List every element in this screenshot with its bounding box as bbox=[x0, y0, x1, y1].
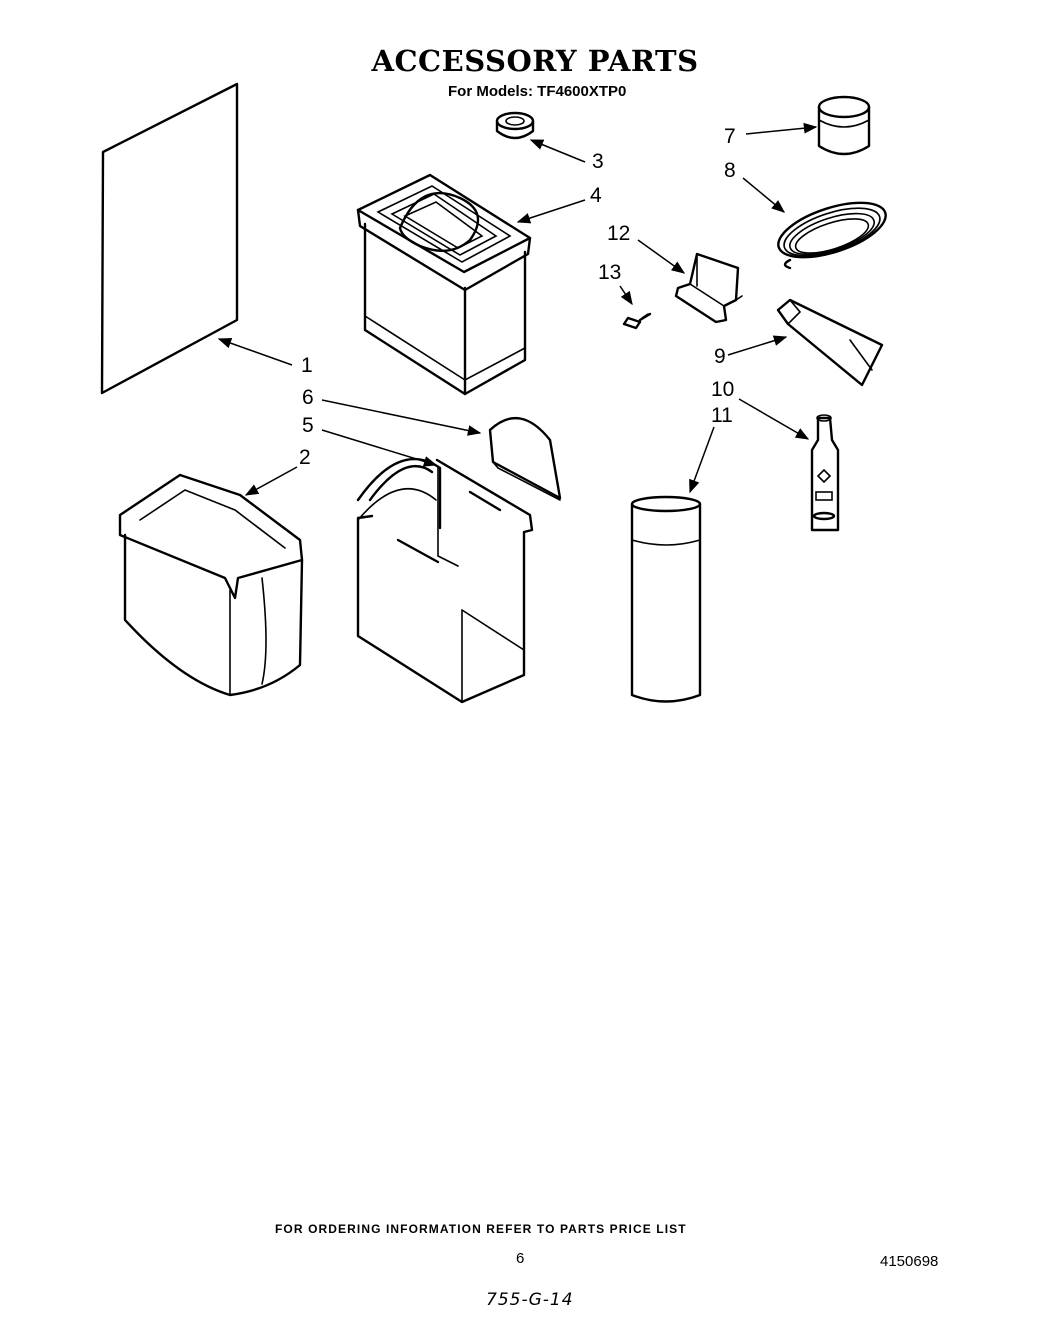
leader-13 bbox=[619, 285, 633, 306]
leader-4 bbox=[516, 199, 586, 224]
callout-8: 8 bbox=[724, 159, 736, 182]
callout-3: 3 bbox=[592, 150, 604, 173]
callout-1: 1 bbox=[301, 354, 313, 377]
callout-2: 2 bbox=[299, 446, 311, 469]
callout-9: 9 bbox=[714, 345, 726, 368]
models-label: For Models: bbox=[448, 83, 533, 100]
document-number: 4150698 bbox=[880, 1253, 939, 1270]
leader-7 bbox=[745, 122, 818, 135]
callout-11: 11 bbox=[711, 404, 733, 427]
part-6-deflector bbox=[488, 416, 562, 501]
part-11-can bbox=[630, 495, 702, 703]
callout-10: 10 bbox=[711, 378, 735, 401]
leader-9 bbox=[727, 335, 788, 356]
ordering-info-text: FOR ORDERING INFORMATION REFER TO PARTS … bbox=[275, 1222, 687, 1236]
callout-6: 6 bbox=[302, 386, 314, 409]
part-9-tube bbox=[776, 298, 884, 387]
model-line: For Models: TF4600XTP0 bbox=[448, 83, 626, 100]
callout-12: 12 bbox=[607, 222, 631, 245]
part-1-sheet bbox=[100, 82, 239, 395]
leader-1 bbox=[217, 337, 293, 366]
leader-12 bbox=[637, 239, 686, 274]
leader-lines bbox=[217, 122, 818, 496]
part-2-bag bbox=[118, 473, 304, 697]
leader-2 bbox=[244, 466, 298, 496]
leader-3 bbox=[529, 139, 586, 163]
model-number: TF4600XTP0 bbox=[537, 83, 627, 100]
part-13-screw bbox=[622, 312, 652, 330]
callout-4: 4 bbox=[590, 184, 602, 207]
leader-11 bbox=[689, 426, 715, 494]
page-number: 6 bbox=[516, 1250, 525, 1267]
callout-13: 13 bbox=[598, 261, 622, 284]
part-5-rack bbox=[356, 458, 534, 704]
part-8-tubing bbox=[777, 201, 887, 270]
leader-8 bbox=[742, 177, 786, 213]
part-10-bottle bbox=[810, 414, 840, 532]
page-title: ACCESSORY PARTS bbox=[371, 44, 699, 78]
callout-7: 7 bbox=[724, 125, 736, 148]
part-12-bracket bbox=[674, 252, 743, 324]
part-4-container bbox=[356, 173, 532, 396]
handwritten-note: 755-G-14 bbox=[486, 1290, 574, 1310]
leader-6 bbox=[321, 399, 482, 436]
leader-5 bbox=[321, 429, 438, 467]
leader-10 bbox=[738, 398, 810, 440]
part-3-cap bbox=[495, 111, 535, 140]
callout-5: 5 bbox=[302, 414, 314, 437]
part-7-jar bbox=[817, 95, 871, 156]
